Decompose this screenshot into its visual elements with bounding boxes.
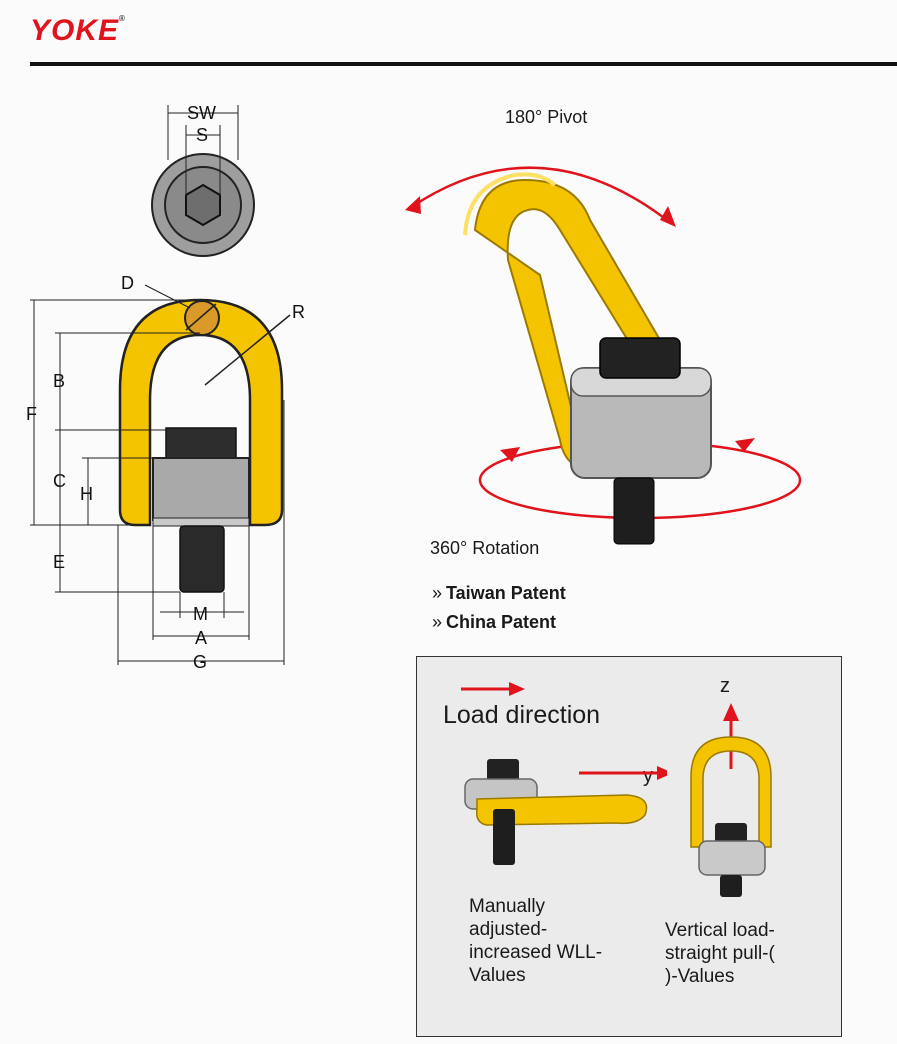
product-photo (405, 166, 802, 545)
patent-item-china: »China Patent (432, 612, 556, 633)
horizontal-load-photo (464, 759, 667, 865)
dim-label-d: D (121, 273, 134, 293)
yoke-logo: YOKE® (30, 14, 126, 48)
patent-text: China Patent (446, 612, 557, 632)
patent-text: Taiwan Patent (446, 583, 566, 603)
y-axis-label: y (643, 765, 653, 787)
patent-bullet: » (432, 583, 443, 603)
dim-label-c: C (53, 471, 66, 491)
load-direction-panel: Load direction z y Manually adjusted- in… (416, 656, 842, 1037)
caption-manual-adjusted: Manually adjusted- increased WLL- Values (469, 896, 603, 986)
dim-label-h: H (80, 484, 93, 504)
patent-item-taiwan: »Taiwan Patent (432, 583, 566, 604)
dim-label-s: S (196, 125, 208, 145)
dim-label-f: F (26, 404, 37, 424)
dim-label-r: R (292, 302, 305, 322)
load-direction-arrow-icon (461, 682, 525, 696)
load-direction-title: Load direction (443, 701, 601, 729)
vertical-load-photo (690, 703, 772, 897)
dim-label-b: B (53, 371, 65, 391)
dim-label-e: E (53, 552, 65, 572)
technical-drawing: SW S D R B F C H E M A G (26, 103, 305, 672)
dim-label-m: M (193, 604, 208, 624)
logo-trademark: ® (119, 14, 126, 23)
rotation-label: 360° Rotation (430, 538, 540, 558)
z-axis-label: z (720, 675, 730, 697)
logo-text: YOKE (30, 14, 120, 47)
patent-bullet: » (432, 612, 443, 632)
dim-label-a: A (195, 628, 207, 648)
caption-vertical-load: Vertical load- straight pull-( )-Values (665, 920, 775, 987)
pivot-label: 180° Pivot (505, 107, 588, 127)
dim-label-sw: SW (187, 103, 216, 123)
header-divider (30, 62, 897, 66)
dim-label-g: G (193, 652, 207, 672)
